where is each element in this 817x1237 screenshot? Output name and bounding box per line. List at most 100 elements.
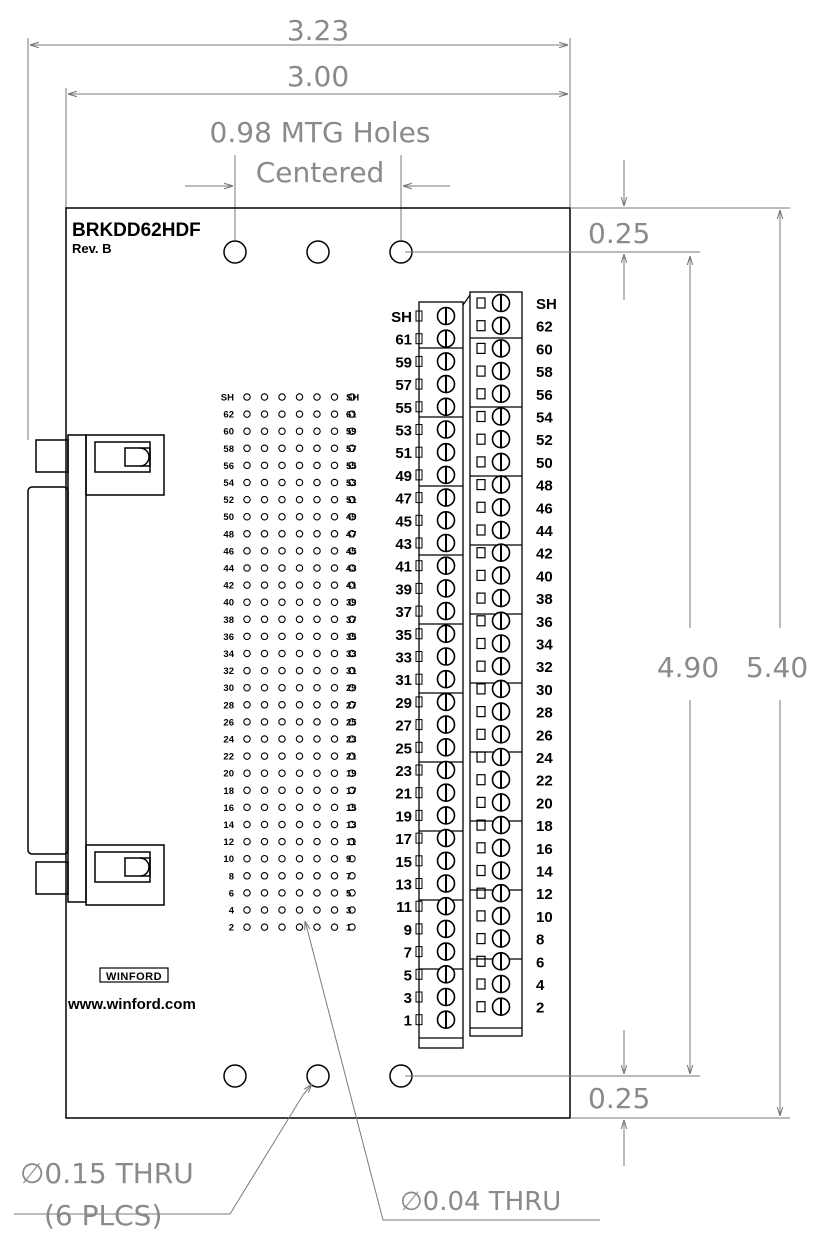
pad-label-right: 41 <box>346 581 357 592</box>
pad-hole <box>278 461 286 470</box>
pad-hole <box>330 803 339 812</box>
pad-hole <box>348 701 356 709</box>
pad-hole <box>348 769 356 777</box>
terminal-label-left: 23 <box>395 763 412 780</box>
dimension-top-offset: 0.25 <box>405 160 790 300</box>
pad-hole <box>243 649 251 658</box>
pad-hole <box>348 872 356 880</box>
pad-hole <box>260 393 269 401</box>
pad-label-left: 26 <box>223 717 234 728</box>
pad-hole <box>260 564 269 572</box>
terminal-label-right: 50 <box>536 455 553 472</box>
pad-hole <box>330 615 339 624</box>
pad-label-right: 15 <box>346 803 357 814</box>
terminal-label-right: 22 <box>536 773 553 790</box>
terminal-wire-entry <box>476 842 486 854</box>
terminal-wire-entry <box>415 719 423 731</box>
pad-hole <box>348 598 356 606</box>
pad-label-left: 56 <box>223 461 234 472</box>
pad-hole <box>295 581 304 589</box>
pad-hole <box>260 512 269 521</box>
pad-hole <box>313 854 321 863</box>
pad-hole <box>243 735 251 743</box>
pad-hole <box>295 547 304 555</box>
terminal-wire-entry <box>415 764 423 776</box>
pad-hole <box>348 581 356 589</box>
terminal-label-left: 33 <box>395 650 412 667</box>
terminal-label-left: 39 <box>395 581 412 598</box>
pad-hole <box>260 410 269 418</box>
terminal-label-right: 38 <box>536 591 553 608</box>
pad-hole <box>330 820 339 829</box>
pad-hole <box>295 495 304 504</box>
terminal-wire-entry <box>476 524 486 536</box>
pad-hole <box>330 393 339 401</box>
pad-hole <box>260 906 269 914</box>
terminal-label-right: 34 <box>536 637 553 654</box>
pad-hole <box>330 752 339 760</box>
pad-label-right: 31 <box>346 666 357 677</box>
pad-hole <box>278 752 286 760</box>
terminal-wire-entry <box>476 774 486 786</box>
pad-label-left: 8 <box>229 871 234 882</box>
terminal-label-left: 19 <box>395 808 412 825</box>
terminal-wire-entry <box>476 479 486 491</box>
mounting-hole <box>306 240 330 264</box>
terminal-label-left: 11 <box>396 899 412 916</box>
terminal-wire-entry <box>476 433 486 445</box>
pad-label-left: 24 <box>223 735 234 746</box>
pad-label-right: 47 <box>346 529 357 540</box>
pad-hole <box>313 889 321 897</box>
pad-hole <box>260 495 269 504</box>
pad-hole <box>330 444 339 453</box>
pad-label-left: 46 <box>223 546 234 557</box>
terminal-label-right: 20 <box>536 795 553 812</box>
terminal-label-left: 3 <box>404 990 412 1007</box>
pad-label-left: 36 <box>223 632 234 643</box>
pad-hole <box>260 461 269 470</box>
pad-label-right: 37 <box>346 615 357 626</box>
pad-hole <box>243 923 251 931</box>
pad-hole <box>278 735 286 743</box>
pad-hole <box>278 547 286 555</box>
pad-hole <box>260 701 269 709</box>
website: www.winford.com <box>67 996 196 1013</box>
pad-hole <box>243 632 251 641</box>
terminal-wire-entry <box>415 651 423 662</box>
board-outline <box>65 207 571 1119</box>
pad-hole <box>330 837 339 846</box>
pad-hole <box>313 786 321 795</box>
pad-label-left: 52 <box>223 495 234 506</box>
pad-label-right: 1 <box>346 923 352 934</box>
pad-label-right: 57 <box>346 444 357 455</box>
pad-hole <box>243 495 251 504</box>
pad-hole <box>278 393 286 401</box>
pad-hole <box>243 820 251 829</box>
terminal-wire-entry <box>415 355 423 367</box>
pad-hole <box>278 530 286 538</box>
pad-hole <box>348 889 356 897</box>
pad-hole <box>348 444 356 453</box>
pad-hole <box>330 701 339 709</box>
pad-hole <box>243 872 251 880</box>
pad-label-right: 53 <box>346 478 357 489</box>
terminal-label-left: 29 <box>395 695 412 712</box>
pad-label-right: 7 <box>346 871 351 882</box>
terminal-label-right: 12 <box>536 886 553 903</box>
pad-label-left: 34 <box>223 649 234 660</box>
terminal-label-left: 55 <box>395 400 412 417</box>
terminal-wire-entry <box>476 615 486 627</box>
terminal-wire-entry <box>415 560 423 572</box>
terminal-wire-entry <box>476 728 486 740</box>
pad-hole <box>313 530 321 538</box>
terminal-label-right: 16 <box>536 841 553 858</box>
pad-hole <box>295 683 304 692</box>
pad-hole <box>330 495 339 504</box>
pad-hole <box>260 718 269 726</box>
pad-hole <box>278 615 286 624</box>
terminal-wire-entry <box>415 537 423 549</box>
terminal-wire-entry <box>476 910 486 922</box>
pad-hole <box>295 512 304 521</box>
pad-hole <box>330 854 339 863</box>
pad-hole <box>243 803 251 812</box>
